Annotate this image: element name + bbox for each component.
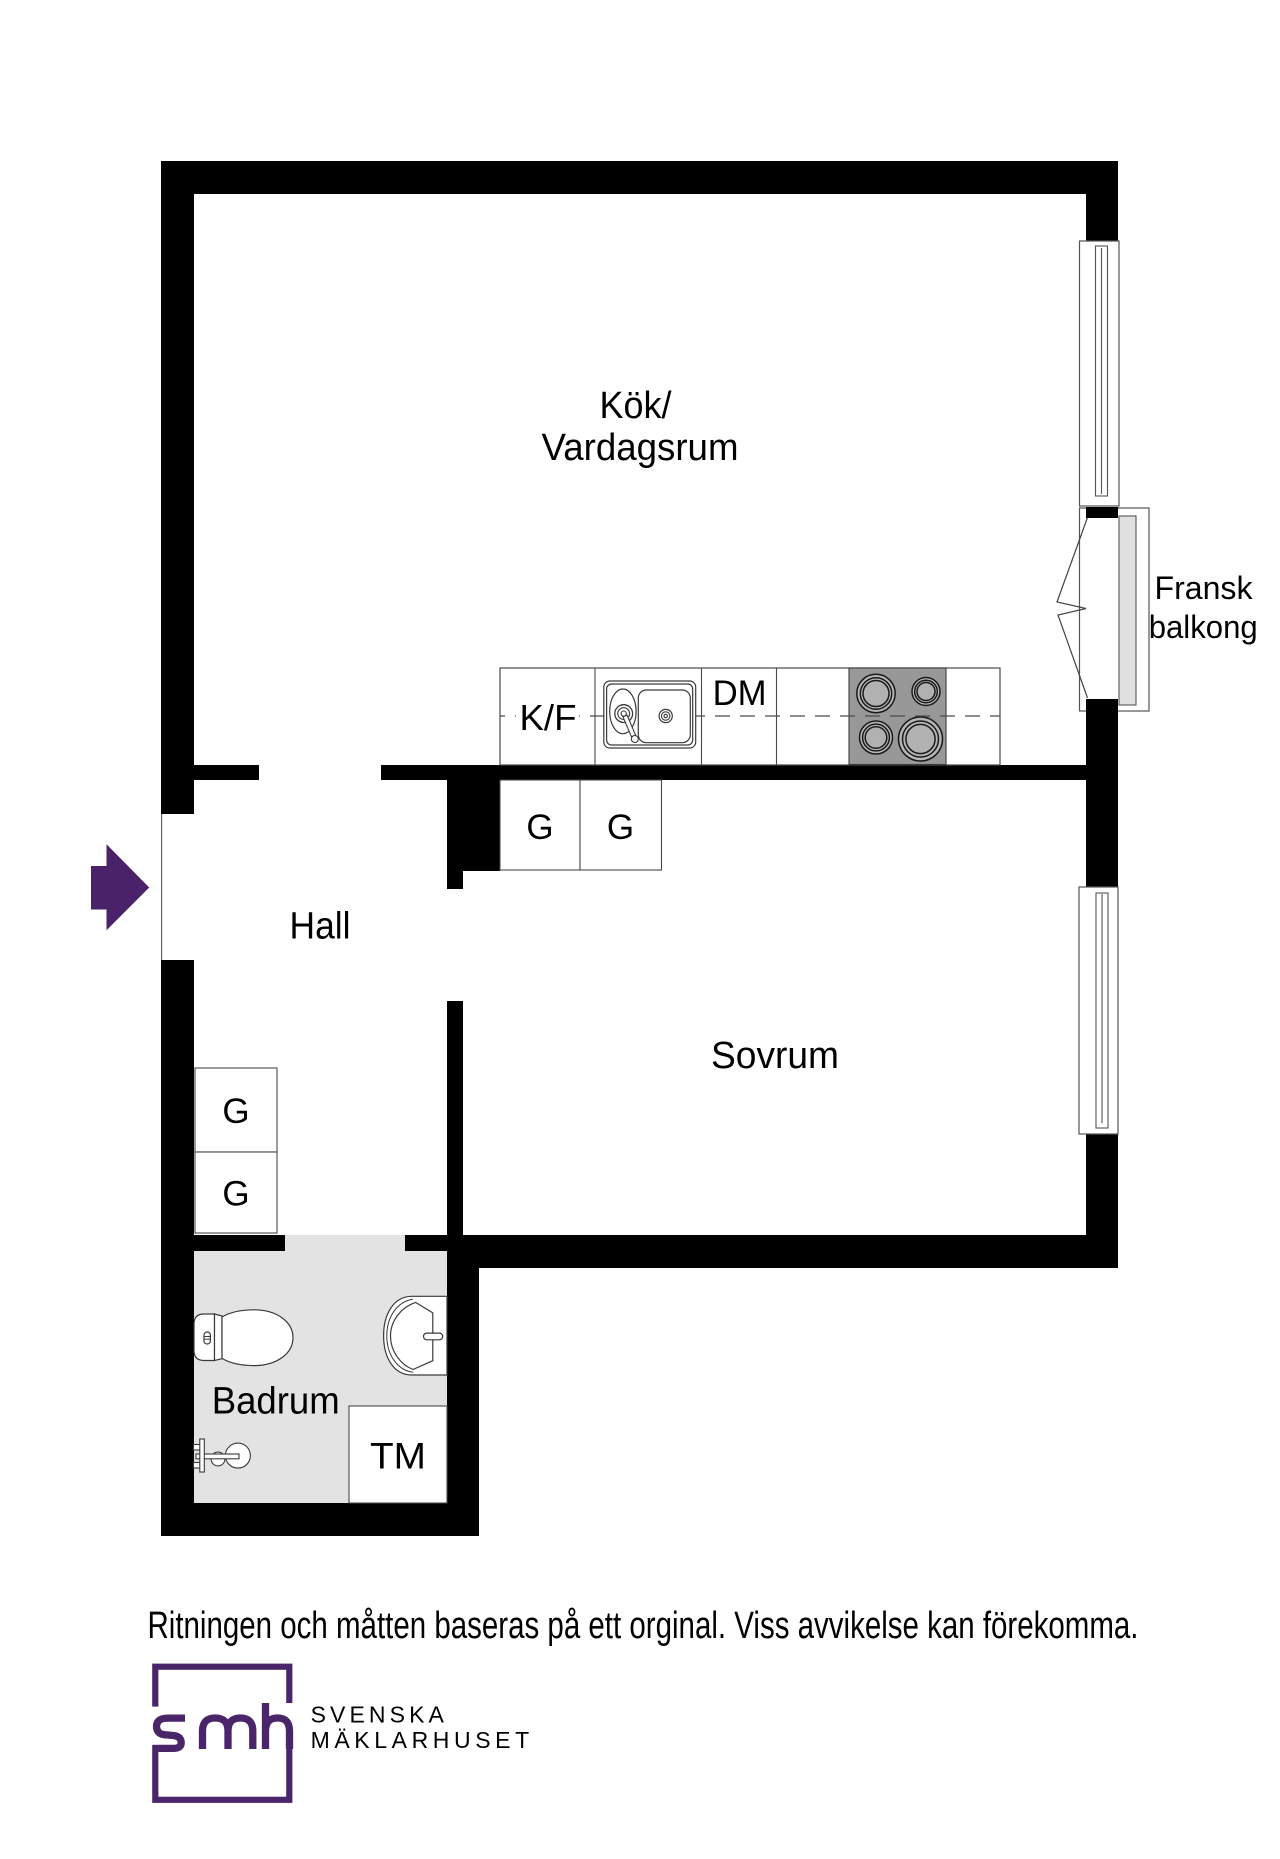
svg-text:Kök/: Kök/ [600, 385, 672, 427]
svg-text:Vardagsrum: Vardagsrum [542, 427, 739, 469]
svg-text:G: G [607, 808, 634, 847]
svg-text:K/F: K/F [520, 697, 577, 738]
svg-text:G: G [222, 1175, 249, 1214]
svg-text:Badrum: Badrum [212, 1381, 340, 1423]
svg-text:G: G [526, 808, 553, 847]
svg-text:Ritningen och måtten baseras p: Ritningen och måtten baseras på ett orgi… [148, 1605, 1139, 1647]
svg-text:SVENSKA: SVENSKA [311, 1701, 448, 1727]
svg-text:DM: DM [713, 674, 767, 713]
svg-text:G: G [222, 1092, 249, 1131]
svg-text:MÄKLARHUSET: MÄKLARHUSET [311, 1727, 534, 1753]
svg-text:Fransk: Fransk [1155, 570, 1254, 606]
svg-text:Sovrum: Sovrum [711, 1035, 839, 1077]
svg-text:TM: TM [370, 1436, 426, 1477]
svg-text:balkong: balkong [1149, 609, 1258, 645]
svg-text:Hall: Hall [290, 906, 351, 948]
